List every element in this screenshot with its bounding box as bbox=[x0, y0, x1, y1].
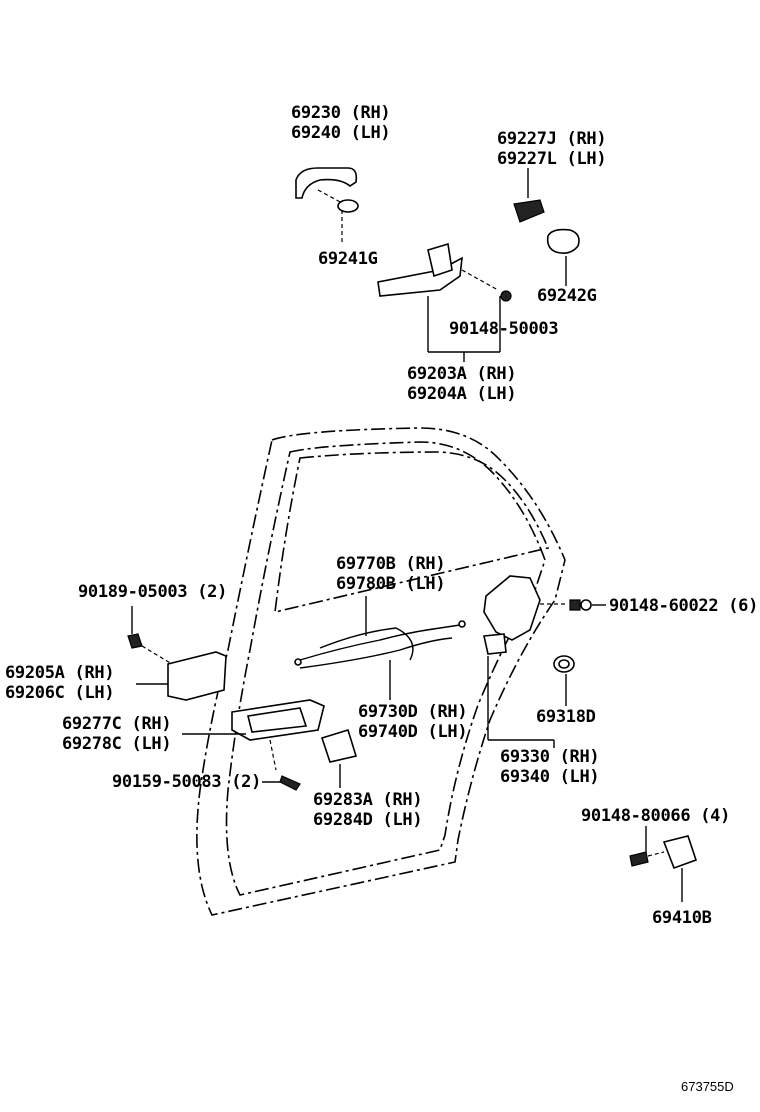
door-striker bbox=[662, 835, 698, 870]
label-bezel-rh: 69277C (RH) bbox=[62, 714, 172, 734]
label-handle-pad: 69241G bbox=[318, 249, 378, 269]
outer-handle bbox=[295, 167, 358, 199]
door-outline bbox=[196, 427, 566, 916]
label-lock-lh: 69340 (LH) bbox=[500, 767, 600, 787]
label-inner-frame-lh: 69206C (LH) bbox=[5, 683, 115, 703]
handle-pad bbox=[337, 199, 359, 213]
screw-top bbox=[500, 290, 512, 302]
label-bezel-lh: 69278C (LH) bbox=[62, 734, 172, 754]
label-cover-lh: 69227L (LH) bbox=[497, 149, 607, 169]
cable-upper bbox=[299, 624, 461, 661]
label-gasket: 69242G bbox=[537, 286, 597, 306]
window-outline bbox=[274, 451, 550, 614]
label-outer-handle-rh: 69230 (RH) bbox=[291, 103, 391, 123]
door-inner-outline bbox=[225, 441, 546, 896]
label-cable-upper-rh: 69770B (RH) bbox=[336, 554, 446, 574]
inner-cover bbox=[320, 729, 358, 763]
label-screw-lower: 90159-50083 (2) bbox=[112, 772, 262, 792]
label-frame-lh: 69204A (LH) bbox=[407, 384, 517, 404]
label-outer-handle-lh: 69240 (LH) bbox=[291, 123, 391, 143]
label-lock-rh: 69330 (RH) bbox=[500, 747, 600, 767]
label-bolt-left: 90189-05003 (2) bbox=[78, 582, 228, 602]
cover-part bbox=[513, 199, 545, 223]
label-lock-screw: 90148-60022 (6) bbox=[609, 596, 759, 616]
label-frame-rh: 69203A (RH) bbox=[407, 364, 517, 384]
striker-screw bbox=[629, 851, 649, 867]
label-cable-lower-lh: 69740D (LH) bbox=[358, 722, 468, 742]
figure-id: 673755D bbox=[681, 1079, 734, 1094]
label-cable-lower-rh: 69730D (RH) bbox=[358, 702, 468, 722]
label-inner-cover-lh: 69284D (LH) bbox=[313, 810, 423, 830]
label-cover-rh: 69227J (RH) bbox=[497, 129, 607, 149]
lock-screw bbox=[569, 599, 581, 611]
label-inner-frame-rh: 69205A (RH) bbox=[5, 663, 115, 683]
bolt-left bbox=[127, 633, 143, 649]
inner-handle-frame bbox=[167, 651, 227, 701]
door-lock bbox=[483, 575, 541, 641]
screw-lower bbox=[279, 775, 301, 791]
cable-lower bbox=[319, 627, 414, 661]
label-striker-screw: 90148-80066 (4) bbox=[581, 806, 731, 826]
gasket-part bbox=[546, 228, 580, 254]
label-striker: 69410B bbox=[652, 908, 712, 928]
label-inner-cover-rh: 69283A (RH) bbox=[313, 790, 423, 810]
label-screw-top: 90148-50003 bbox=[449, 319, 559, 339]
label-grommet: 69318D bbox=[536, 707, 596, 727]
label-cable-upper-lh: 69780B (LH) bbox=[336, 574, 446, 594]
